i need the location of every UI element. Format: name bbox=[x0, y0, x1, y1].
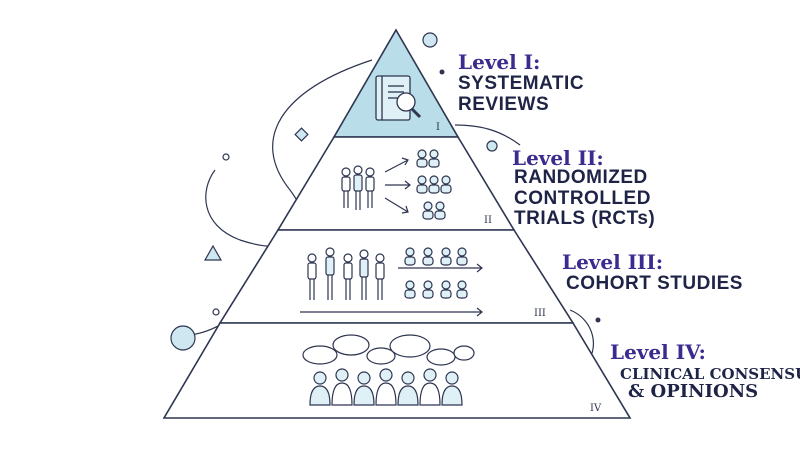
group-randomization-icon bbox=[341, 149, 452, 220]
pyramid-tier-4 bbox=[162, 322, 632, 419]
tier-numeral-4: IV bbox=[590, 403, 602, 414]
level-4-name-line: CLINICAL CONSENSUS bbox=[620, 365, 800, 383]
level-3-title: Level III: bbox=[562, 250, 664, 274]
pyramid-tier-3 bbox=[218, 229, 575, 324]
level-2-name: RANDOMIZED CONTROLLED TRIALS (RCTs) bbox=[514, 167, 656, 230]
tier-numeral-2: II bbox=[484, 215, 492, 226]
level-1-name-line: SYSTEMATIC bbox=[458, 73, 585, 94]
level-1-title: Level I: bbox=[458, 50, 541, 74]
level-4-name-line: & OPINIONS bbox=[628, 381, 759, 403]
tier-numeral-1: I bbox=[436, 122, 440, 133]
crowd-thought-bubbles-icon bbox=[302, 334, 475, 406]
level-1-name-line: REVIEWS bbox=[458, 93, 550, 115]
level-4-name: CLINICAL CONSENSUS & OPINIONS bbox=[620, 366, 800, 402]
tier-numeral-3: III bbox=[534, 308, 546, 319]
level-2-name-line: CONTROLLED bbox=[514, 187, 651, 209]
level-3-name: COHORT STUDIES bbox=[566, 273, 743, 295]
pyramid-tier-2 bbox=[276, 136, 516, 231]
level-2-title: Level II: bbox=[512, 146, 604, 170]
book-magnifier-icon bbox=[375, 75, 422, 121]
cohort-groups-icon bbox=[300, 247, 483, 317]
level-2-name-line: TRIALS (RCTs) bbox=[514, 208, 656, 230]
level-4-title: Level IV: bbox=[610, 340, 706, 364]
bullet-dots bbox=[439, 69, 601, 323]
level-3-name-line: COHORT STUDIES bbox=[566, 273, 743, 294]
level-1-name: SYSTEMATIC REVIEWS bbox=[458, 73, 585, 115]
level-2-name-line: RANDOMIZED bbox=[514, 167, 648, 188]
pyramid bbox=[162, 28, 632, 419]
